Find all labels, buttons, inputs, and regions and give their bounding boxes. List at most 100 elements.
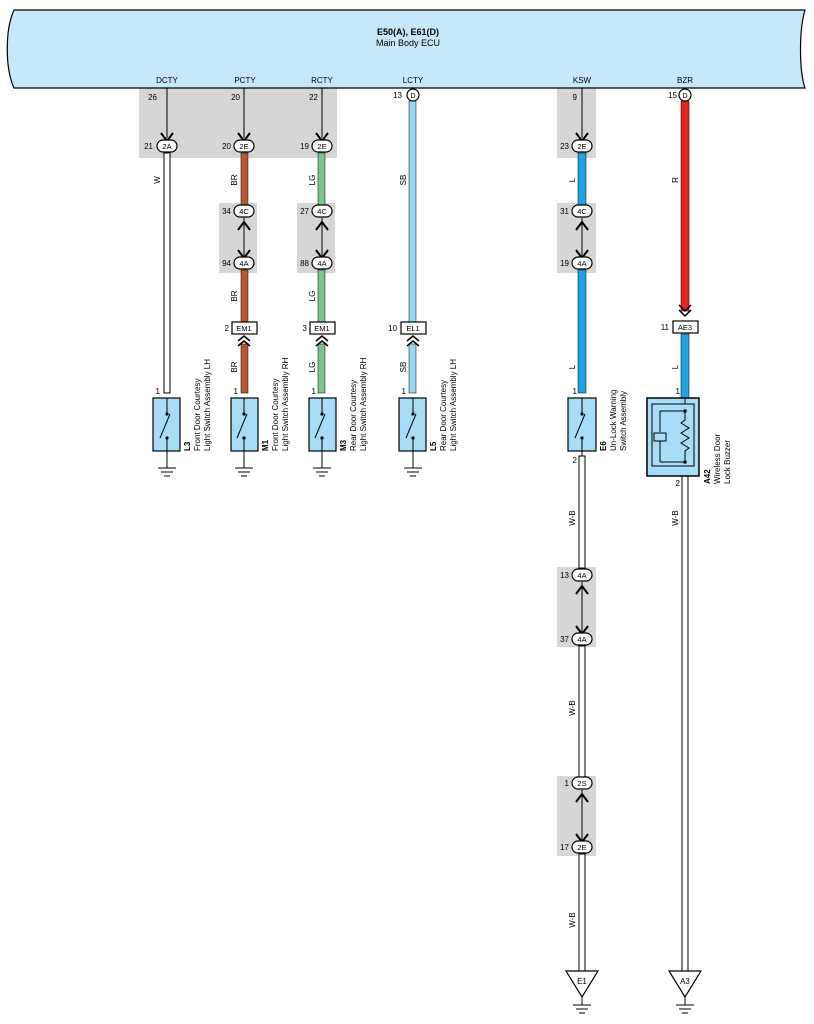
wire-pcty-br-2: [240, 269, 249, 323]
wire-label-lcty-2: SB: [399, 362, 408, 373]
buzzer-a42-body: [646, 397, 700, 477]
buzzer-a42-id: A42: [703, 469, 712, 484]
conn-pcty-2e: [233, 139, 255, 153]
wire-label-pcty-1: BR: [230, 174, 239, 185]
wire-label-rcty-3: LG: [308, 362, 317, 373]
wire-label-dcty: W: [153, 176, 162, 184]
wire-label-ksw-wb-2: W-B: [568, 700, 577, 715]
splice-rcty-chevron: [315, 335, 329, 347]
switch-e6-pin2: 2: [573, 456, 578, 465]
wire-ksw-l-2: [577, 269, 587, 394]
conn-rcty-4a-code: 4A: [317, 259, 326, 268]
gconn-4a-37-num: 37: [560, 635, 569, 644]
ecu-pin-lcty: LCTY: [403, 76, 424, 85]
ecu-conn-d-bzr: [678, 88, 692, 102]
conn-dcty-2a-num: 21: [144, 142, 153, 151]
conn-pcty-2e-code: 2E: [239, 142, 248, 151]
wire-label-pcty-3: BR: [230, 361, 239, 372]
conn-rcty-4c-num: 27: [300, 207, 309, 216]
splice-lcty-el1-num: 10: [388, 324, 397, 333]
switch-e6-line2: Switch Assembly: [619, 391, 628, 451]
buzzer-a42-pin1: 1: [676, 387, 681, 396]
ecu-pin-pcty: PCTY: [234, 76, 256, 85]
conn-ksw-4c: [571, 204, 593, 218]
wire-bzr-r: [680, 100, 690, 312]
wires: [163, 88, 690, 973]
switch-e6-line1: Un-Lock Warning: [609, 389, 618, 451]
ecu-pin-num-bzr: 15: [668, 91, 677, 100]
wire-label-pcty-2: BR: [230, 290, 239, 301]
switch-m3-line2: Light Switch Assembly RH: [359, 357, 368, 451]
wire-rcty-lg-3: [317, 343, 326, 394]
wire-label-rcty-1: LG: [308, 175, 317, 186]
conn-ksw-2e: [571, 139, 593, 153]
ground-e1-triangle: [564, 970, 600, 999]
gconn-4a-37: [571, 632, 593, 646]
wire-lcty-sb-1: [408, 100, 417, 323]
gconn-4a-13-code: 4A: [577, 571, 586, 580]
conn-pcty-4a-num: 94: [222, 259, 231, 268]
switch-m1: 1 M1 Front Door Courtesy Light Switch As…: [230, 357, 290, 477]
splice-lcty-chevron: [406, 335, 420, 347]
splice-pcty-chevron: [237, 335, 251, 347]
wire-label-ksw-wb-3: W-B: [568, 912, 577, 927]
wire-ksw-wb-2: [578, 645, 586, 781]
wire-label-ksw-wb-1: W-B: [568, 510, 577, 525]
switch-l3-line2: Light Switch Assembly LH: [203, 359, 212, 451]
wire-label-lcty-1: SB: [399, 175, 408, 186]
ecu-title: E50(A), E61(D): [377, 27, 439, 37]
wire-ksw-wb-3: [578, 853, 586, 973]
switch-m3-id: M3: [339, 439, 348, 451]
wire-ksw-l-1: [577, 152, 587, 206]
ecu-body: [6, 9, 806, 89]
splice-bzr-ae3-num: 11: [661, 323, 670, 332]
ecu-pin-num-ksw: 9: [573, 93, 578, 102]
switch-l3-line1: Front Door Courtesy: [193, 379, 202, 451]
ecu-pin-rcty: RCTY: [311, 76, 333, 85]
switch-m1-id: M1: [261, 439, 270, 451]
splice-rcty-em1-code: EM1: [314, 324, 329, 333]
conn-pcty-4a-code: 4A: [239, 259, 248, 268]
wire-rcty-lg-2: [317, 269, 326, 323]
ground-points: E1 A3: [564, 970, 703, 1014]
splice-pcty-em1: [231, 321, 258, 335]
gconn-2e-17-code: 2E: [577, 843, 586, 852]
conn-ksw-4a-code: 4A: [577, 259, 586, 268]
switch-m3-line1: Rear Door Courtesy: [349, 380, 358, 451]
wire-label-bzr-r: R: [671, 177, 680, 183]
conn-ksw-2e-num: 23: [560, 142, 569, 151]
splice-bzr-ae3: [672, 320, 699, 334]
switch-e6-pin1: 1: [573, 387, 578, 396]
ecu-pin-num-dcty: 26: [148, 93, 157, 102]
splice-pcty-em1-code: EM1: [236, 324, 251, 333]
splice-lcty-el1: [400, 321, 427, 335]
conn-rcty-2e: [311, 139, 333, 153]
wire-bzr-wb: [681, 475, 689, 973]
ecu-conn-d-lcty: [406, 88, 420, 102]
ecu-pin-num-rcty: 22: [309, 93, 318, 102]
ecu-conn-d-lcty-label: D: [410, 93, 415, 100]
conn-ksw-4a: [571, 256, 593, 270]
conn-pcty-4a: [233, 256, 255, 270]
ground-a3-triangle: [667, 970, 703, 999]
conn-rcty-4a-num: 88: [300, 259, 309, 268]
conn-pcty-4c: [233, 204, 255, 218]
shade-regions: [139, 88, 596, 856]
gconn-4a-37-code: 4A: [577, 635, 586, 644]
wire-lcty-sb-2: [408, 343, 417, 394]
conn-pcty-4c-code: 4C: [239, 207, 249, 216]
ecu-pin-num-lcty: 13: [393, 91, 402, 100]
gconn-4a-13: [571, 568, 593, 582]
switch-l5-line1: Rear Door Courtesy: [439, 380, 448, 451]
ecu-conn-d-bzr-label: D: [682, 93, 687, 100]
switch-l5-pin: 1: [402, 387, 407, 396]
conn-ksw-4a-num: 19: [560, 259, 569, 268]
conn-ksw-2e-code: 2E: [577, 142, 586, 151]
switch-l5-id: L5: [429, 441, 438, 451]
conn-ksw-4c-code: 4C: [577, 207, 587, 216]
wire-labels: W BR BR BR LG LG LG SB SB L L W-B W-B W-…: [153, 174, 680, 927]
buzzer-a42-line1: Wireless Door: [713, 433, 722, 484]
conn-rcty-4c-code: 4C: [317, 207, 327, 216]
gconn-4a-13-num: 13: [560, 571, 569, 580]
